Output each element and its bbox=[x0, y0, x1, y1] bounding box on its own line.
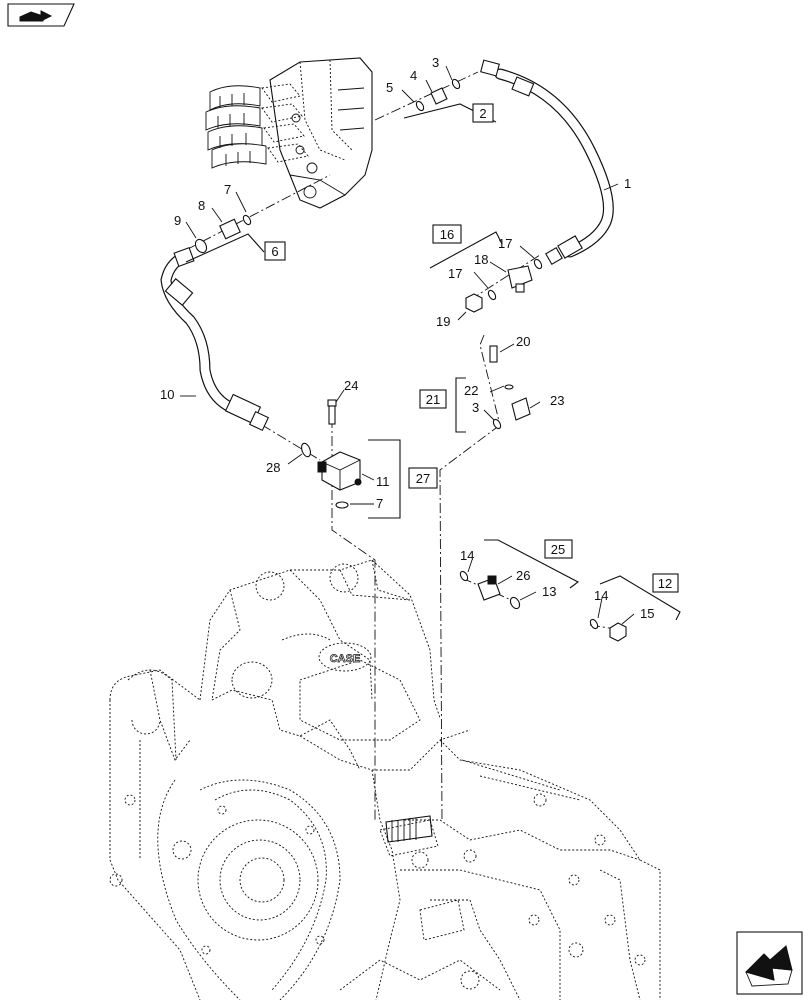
svg-text:12: 12 bbox=[658, 576, 672, 591]
svg-text:6: 6 bbox=[271, 244, 278, 259]
boxed-callout-6: 6 bbox=[264, 241, 286, 261]
callout-3: 3 bbox=[432, 55, 439, 70]
callout-3b: 3 bbox=[472, 400, 479, 415]
callout-15: 15 bbox=[640, 606, 654, 621]
boxed-callouts: 2 6 16 21 27 25 12 bbox=[264, 103, 679, 593]
callout-19: 19 bbox=[436, 314, 450, 329]
callout-22: 22 bbox=[464, 383, 478, 398]
callout-17b: 17 bbox=[448, 266, 462, 281]
book-arrow-icon[interactable] bbox=[7, 3, 75, 27]
callout-28: 28 bbox=[266, 460, 280, 475]
control-valve-assembly bbox=[205, 57, 373, 209]
boxed-callout-16: 16 bbox=[432, 224, 462, 244]
boxed-callout-21: 21 bbox=[419, 389, 447, 409]
callout-14b: 14 bbox=[594, 588, 608, 603]
callout-labels: 1 3 4 5 7 8 9 10 17 17 18 19 20 22 3 23 … bbox=[160, 55, 654, 621]
callout-8: 8 bbox=[198, 198, 205, 213]
svg-text:21: 21 bbox=[426, 392, 440, 407]
callout-26: 26 bbox=[516, 568, 530, 583]
callout-9: 9 bbox=[174, 213, 181, 228]
callout-14a: 14 bbox=[460, 548, 474, 563]
housing-logo: CASE bbox=[330, 653, 361, 665]
callout-1: 1 bbox=[624, 176, 631, 191]
svg-text:27: 27 bbox=[416, 471, 430, 486]
callout-4: 4 bbox=[410, 68, 417, 83]
callout-7: 7 bbox=[224, 182, 231, 197]
callout-23: 23 bbox=[550, 393, 564, 408]
hose-10 bbox=[160, 246, 270, 432]
navigation-arrow-icon[interactable] bbox=[736, 931, 803, 995]
centerlines bbox=[185, 71, 623, 821]
housing-logo-plate: CASE bbox=[318, 642, 372, 672]
fittings bbox=[194, 78, 627, 642]
hose-1 bbox=[480, 59, 614, 265]
callout-10: 10 bbox=[160, 387, 174, 402]
callout-7b: 7 bbox=[376, 496, 383, 511]
shaft bbox=[385, 815, 433, 843]
callout-13: 13 bbox=[542, 584, 556, 599]
callout-20: 20 bbox=[516, 334, 530, 349]
transmission-housing bbox=[109, 559, 661, 1001]
callout-11: 11 bbox=[376, 474, 390, 489]
callout-17a: 17 bbox=[498, 236, 512, 251]
svg-text:16: 16 bbox=[440, 227, 454, 242]
boxed-callout-25: 25 bbox=[544, 539, 573, 559]
callout-18: 18 bbox=[474, 252, 488, 267]
boxed-callout-12: 12 bbox=[652, 573, 679, 593]
svg-text:2: 2 bbox=[479, 106, 486, 121]
svg-text:25: 25 bbox=[551, 542, 565, 557]
leader-lines bbox=[180, 65, 635, 625]
callout-24: 24 bbox=[344, 378, 358, 393]
boxed-callout-27: 27 bbox=[408, 467, 438, 489]
boxed-callout-2: 2 bbox=[472, 103, 494, 123]
callout-5: 5 bbox=[386, 80, 393, 95]
